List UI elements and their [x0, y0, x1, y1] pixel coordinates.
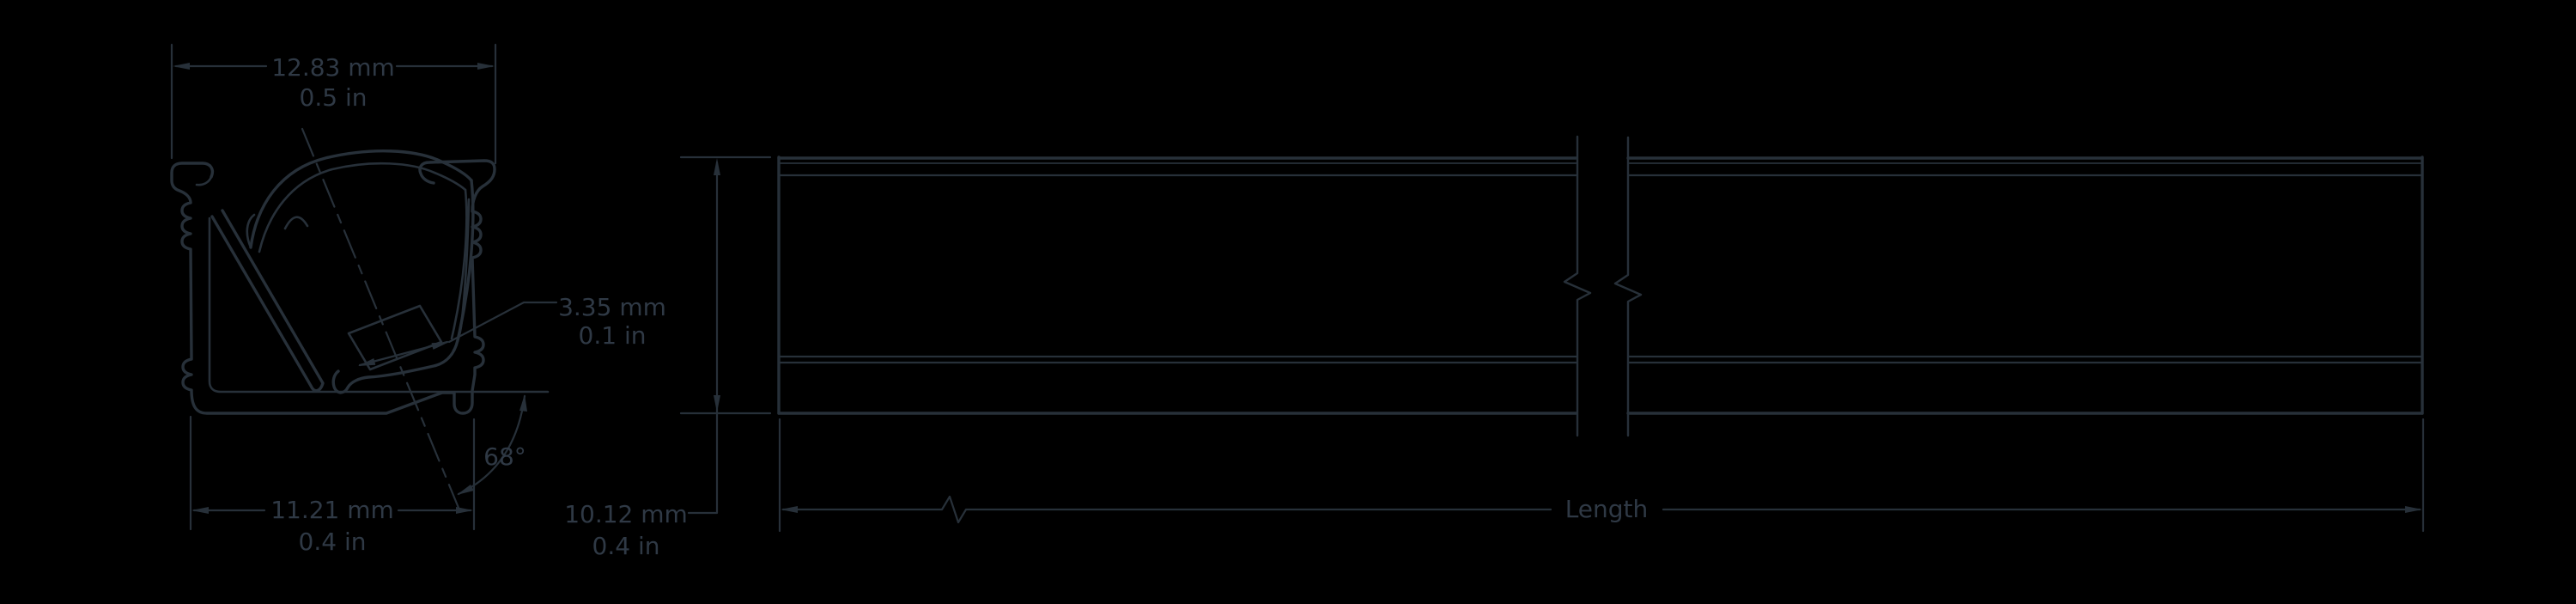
break-line-left: [1563, 135, 1592, 437]
dim-height-mm: 10.12 mm: [564, 500, 688, 528]
dim-led-leader-line: [447, 301, 558, 344]
lens-tip: [246, 213, 256, 249]
dim-led-slot: 3.35 mm 0.1 in: [358, 293, 666, 367]
left-lip-hook: [195, 175, 213, 186]
arrow-left-icon: [173, 63, 190, 70]
dim-base-width-mm: 11.21 mm: [270, 496, 394, 524]
dim-height: 10.12 mm 0.4 in: [564, 156, 772, 560]
arrow-right-icon: [456, 507, 473, 514]
dim-top-width: 12.83 mm 0.5 in: [170, 43, 497, 165]
arrow-right-icon: [477, 63, 495, 70]
break-line-right: [1613, 136, 1643, 437]
lens-inner-arc: [258, 162, 467, 253]
arrow-down-icon: [714, 395, 720, 412]
dim-length-label: Length: [1565, 495, 1649, 523]
diagonal-plate: [210, 209, 325, 393]
dim-top-width-in: 0.5 in: [300, 83, 368, 112]
cross-section-view: [170, 127, 550, 509]
dim-length-line: [781, 495, 2421, 524]
arrow-left-icon: [191, 507, 209, 514]
dim-led-in: 0.1 in: [579, 321, 647, 350]
dim-height-in: 0.4 in: [592, 532, 660, 560]
profile-outer-shell: [170, 159, 496, 415]
arrow-right-icon: [2405, 506, 2422, 513]
dim-height-extension-lines: [679, 156, 772, 415]
side-view: [777, 135, 2424, 437]
inner-wall-and-base-line: [208, 217, 550, 394]
dim-top-width-mm: 12.83 mm: [271, 53, 395, 82]
arrow-left-icon: [781, 506, 798, 513]
arrow-lower-left-icon: [358, 358, 376, 366]
dim-length: Length: [778, 418, 2425, 533]
arrow-arc-top-icon: [519, 394, 527, 412]
lens-outer-arc: [249, 149, 473, 249]
angle-value: 68°: [483, 442, 526, 471]
dim-angle: 68°: [457, 394, 527, 496]
arrow-up-icon: [714, 158, 720, 175]
dim-length-extension-lines: [778, 418, 2425, 533]
arrow-arc-bottom-icon: [457, 485, 474, 495]
lens-body-bottom: [331, 179, 475, 394]
dim-led-mm: 3.35 mm: [558, 293, 666, 321]
led-strip-rect: [347, 304, 443, 371]
arrow-upper-right-icon: [431, 342, 449, 350]
lens-inner-right-face: [450, 188, 468, 340]
dim-base-extension-lines: [189, 415, 476, 531]
dim-top-extension-lines: [170, 43, 497, 165]
dim-base-width: 11.21 mm 0.4 in: [189, 415, 476, 556]
clip-peak: [283, 216, 309, 230]
dim-height-line: [687, 161, 719, 515]
dim-base-width-in: 0.4 in: [299, 528, 367, 556]
centerline-axis: [301, 127, 460, 509]
